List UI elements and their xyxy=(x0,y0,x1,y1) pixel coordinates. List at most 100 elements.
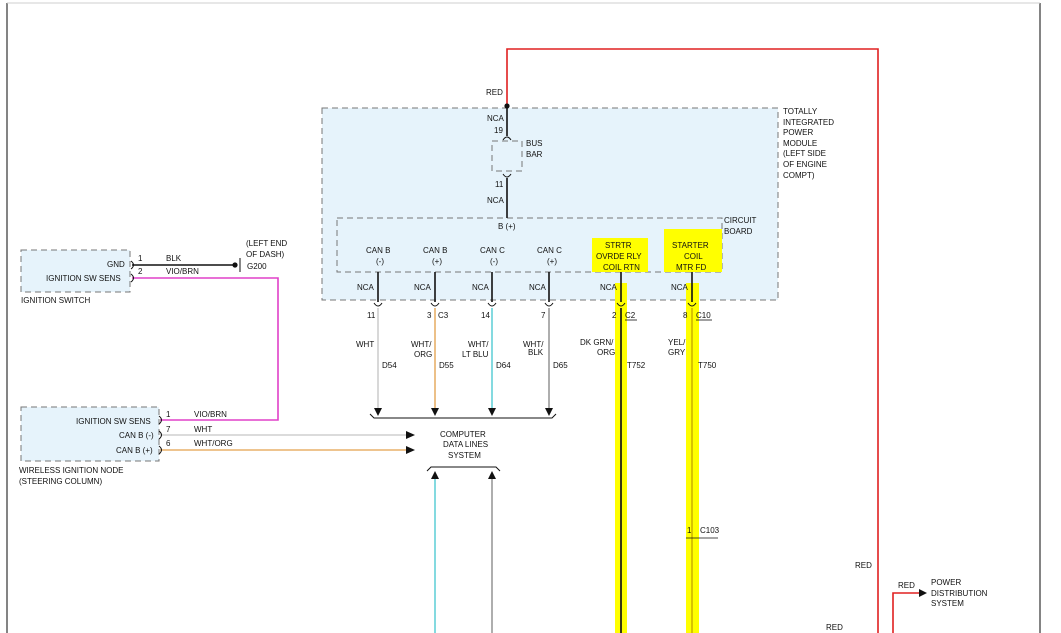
svg-text:MTR FD: MTR FD xyxy=(676,263,706,272)
data-lower-arrows xyxy=(431,471,496,479)
win-ign-sw-sens: IGNITION SW SENS xyxy=(76,417,151,426)
nca-can-b-plus: NCA xyxy=(414,283,432,292)
win-wire-vio-brn: VIO/BRN xyxy=(194,410,227,419)
svg-text:(+): (+) xyxy=(547,257,557,266)
ground-g200-label: G200 xyxy=(247,262,267,271)
win-name: WIRELESS IGNITION NODE (STEERING COLUMN) xyxy=(19,466,123,486)
svg-text:CAN C: CAN C xyxy=(480,246,505,255)
conn-c3: C3 xyxy=(438,311,449,320)
svg-text:WIRELESS IGNITION NODE: WIRELESS IGNITION NODE xyxy=(19,466,123,475)
svg-text:BAR: BAR xyxy=(526,150,543,159)
win-box xyxy=(20,406,160,462)
wire-color-yel-gry-2: GRY xyxy=(668,348,686,357)
pin-14: 14 xyxy=(481,311,490,320)
win-pin-6: 6 xyxy=(166,439,171,448)
circuit-board-label: CIRCUIT BOARD xyxy=(724,216,757,236)
wire-color-wht-org-2: ORG xyxy=(414,350,432,359)
wire-color-wht-ltblu-2: LT BLU xyxy=(462,350,489,359)
svg-text:CAN B: CAN B xyxy=(366,246,390,255)
connector-11 xyxy=(502,173,512,178)
win-connectors xyxy=(158,415,162,455)
svg-text:OF ENGINE: OF ENGINE xyxy=(783,160,827,169)
win-wire-wht: WHT xyxy=(194,425,212,434)
ignition-switch-name: IGNITION SWITCH xyxy=(21,296,91,305)
svg-text:COIL RTN: COIL RTN xyxy=(603,263,640,272)
svg-text:POWER: POWER xyxy=(931,578,961,587)
svg-text:OVRDE RLY: OVRDE RLY xyxy=(596,252,642,261)
wire-color-wht-blk-1: WHT/ xyxy=(523,340,544,349)
c103-conn: C103 xyxy=(700,526,720,535)
nca-starter: NCA xyxy=(671,283,689,292)
bus-bar-box xyxy=(491,140,523,172)
pin-11-can: 11 xyxy=(367,311,376,320)
svg-text:STRTR: STRTR xyxy=(605,241,632,250)
b-plus-label: B (+) xyxy=(498,222,516,231)
svg-text:CAN C: CAN C xyxy=(537,246,562,255)
red-feed-wire xyxy=(506,48,879,633)
connector-19 xyxy=(502,136,512,141)
svg-text:POWER: POWER xyxy=(783,128,813,137)
wire-color-wht: WHT xyxy=(356,340,374,349)
nca-can-c-minus: NCA xyxy=(472,283,490,292)
bus-bar-label: BUS BAR xyxy=(526,139,543,159)
wire-color-dkgrn-org-2: ORG xyxy=(597,348,615,357)
can-wire-arrows xyxy=(374,408,553,416)
svg-text:BOARD: BOARD xyxy=(724,227,753,236)
vio-brn-wire xyxy=(132,277,279,421)
svg-text:INTEGRATED: INTEGRATED xyxy=(783,118,834,127)
svg-text:MODULE: MODULE xyxy=(783,139,817,148)
win-wire-arrows xyxy=(406,431,415,454)
circuit-d54: D54 xyxy=(382,361,397,370)
wire-color-wht-blk-2: BLK xyxy=(528,348,544,357)
nca-label-mid: NCA xyxy=(487,196,505,205)
red-label-pds: RED xyxy=(898,581,915,590)
circuit-d65: D65 xyxy=(553,361,568,370)
red-label-bottom: RED xyxy=(826,623,843,632)
svg-text:STARTER: STARTER xyxy=(672,241,709,250)
ign-sw-sens-label: IGNITION SW SENS xyxy=(46,274,121,283)
power-distribution-label: POWER DISTRIBUTION SYSTEM xyxy=(931,578,988,608)
nca-can-b-minus: NCA xyxy=(357,283,375,292)
win-can-b-minus: CAN B (-) xyxy=(119,431,154,440)
ign-pin-1: 1 xyxy=(138,254,143,263)
pin-11-label: 11 xyxy=(495,180,504,189)
circuit-t752: T752 xyxy=(627,361,646,370)
starter-coil-mtr-fd-label: STARTER COIL MTR FD xyxy=(672,241,709,272)
svg-text:(LEFT SIDE: (LEFT SIDE xyxy=(783,149,826,158)
tipm-title: TOTALLY INTEGRATED POWER MODULE (LEFT SI… xyxy=(783,107,834,180)
vio-brn-wire-label: VIO/BRN xyxy=(166,267,199,276)
win-wire-wht-org: WHT/ORG xyxy=(194,439,233,448)
pin-2: 2 xyxy=(612,311,617,320)
gnd-label: GND xyxy=(107,260,125,269)
svg-text:COIL: COIL xyxy=(684,252,703,261)
win-pin-7: 7 xyxy=(166,425,171,434)
svg-text:SYSTEM: SYSTEM xyxy=(448,451,481,460)
svg-text:COMPT): COMPT) xyxy=(783,171,815,180)
svg-text:(-): (-) xyxy=(376,257,384,266)
circuit-d64: D64 xyxy=(496,361,511,370)
c103-pin: 1 xyxy=(687,526,692,535)
conn-c10: C10 xyxy=(696,311,711,320)
win-pin-1: 1 xyxy=(166,410,171,419)
ign-connectors xyxy=(130,260,134,283)
wire-color-yel-gry-1: YEL/ xyxy=(668,338,686,347)
nca-label-top: NCA xyxy=(487,114,505,123)
wire-color-dkgrn-org-1: DK GRN/ xyxy=(580,338,614,347)
svg-text:SYSTEM: SYSTEM xyxy=(931,599,964,608)
can-c-plus-pin: CAN C (+) xyxy=(537,246,562,266)
can-b-plus-pin: CAN B (+) xyxy=(423,246,447,266)
circuit-d55: D55 xyxy=(439,361,454,370)
circuit-t750: T750 xyxy=(698,361,717,370)
ground-location-note: (LEFT END OF DASH) xyxy=(246,239,287,259)
svg-text:(STEERING COLUMN): (STEERING COLUMN) xyxy=(19,477,102,486)
module-pin-stubs xyxy=(377,272,693,302)
ground-g200-dot xyxy=(232,262,238,268)
module-connectors xyxy=(373,302,697,307)
pin-19-label: 19 xyxy=(494,126,503,135)
computer-data-lines-label: COMPUTER DATA LINES SYSTEM xyxy=(440,430,488,460)
ign-pin-2: 2 xyxy=(138,267,143,276)
nca-strtr: NCA xyxy=(600,283,618,292)
svg-text:DATA LINES: DATA LINES xyxy=(443,440,488,449)
red-pds-wire xyxy=(892,592,920,633)
